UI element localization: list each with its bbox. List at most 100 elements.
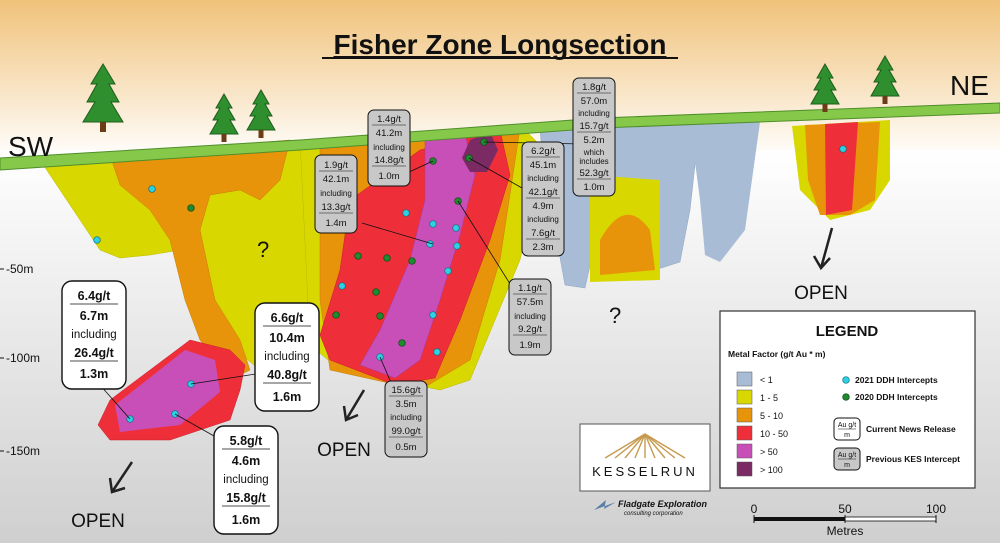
callout-line: 6.4g/t [78, 289, 111, 303]
open-label: OPEN [317, 440, 371, 461]
callout-line: 1.4m [325, 218, 346, 229]
legend-class-label: > 50 [760, 447, 778, 457]
previous-callout: 1.8g/t 57.0m including 15.7g/t 5.2m whic… [572, 77, 616, 197]
open-arrow-icon [342, 389, 366, 422]
tree-icon [810, 62, 840, 112]
previous-callout: 15.6g/t 3.5m including 99.0g/t 0.5m [384, 380, 428, 458]
legend-swatch [736, 443, 753, 459]
legend: LEGEND Metal Factor (g/t Au * m) < 1 1 -… [719, 310, 976, 489]
intercept-2021 [839, 145, 847, 153]
legend-symbol-label: 2021 DDH Intercepts [855, 375, 938, 385]
callout-line: 6.2g/t [531, 146, 555, 157]
ddh-intercepts [93, 138, 847, 423]
fladgate-mark-icon [594, 500, 616, 510]
previous-callout: 1.1g/t 57.5m including 9.2g/t 1.9m [508, 278, 552, 356]
previous-callout: 1.9g/t 42.1m including 13.3g/t 1.4m [314, 154, 358, 234]
callout-line: 5.8g/t [230, 434, 263, 448]
intercept-2020 [354, 252, 362, 260]
credit-line: Fladgate Exploration [618, 499, 708, 509]
callout-line: 1.6m [273, 390, 302, 404]
intercept-2020 [376, 312, 384, 320]
intercept-2021 [453, 242, 461, 250]
legend-current-label: Current News Release [866, 424, 956, 434]
open-arrow-icon [812, 227, 834, 271]
callout-line: including [71, 329, 116, 341]
callout-line: 6.6g/t [271, 311, 304, 325]
callout-line: including [527, 215, 559, 224]
tree-icon [209, 92, 239, 142]
new-callout: 5.8g/t 4.6m including 15.8g/t 1.6m [213, 425, 279, 535]
callout-line: 1.4g/t [377, 114, 401, 125]
zone-lt1-b [690, 122, 760, 262]
legend-swatch [736, 371, 753, 387]
callout-line: 15.6g/t [391, 385, 420, 396]
callout-line: includes [579, 157, 608, 166]
callout-line: 42.1g/t [528, 187, 557, 198]
zone-gt50-sw [115, 350, 220, 432]
callout-line: including [320, 189, 352, 198]
legend-subtitle: Metal Factor (g/t Au * m) [728, 349, 826, 359]
callout-line: 26.4g/t [74, 346, 114, 360]
legend-title: LEGEND [816, 323, 879, 340]
callout-line: 1.9m [519, 340, 540, 351]
intercept-2021 [429, 220, 437, 228]
callout-line: 52.3g/t [579, 168, 608, 179]
legend-previous-label: Previous KES Intercept [866, 454, 960, 464]
legend-dot-2020 [842, 393, 850, 401]
depth-label: -150m [6, 444, 40, 458]
callout-line: 15.8g/t [226, 491, 266, 505]
callout-line: 1.8g/t [582, 82, 606, 93]
callout-line: 6.7m [80, 309, 109, 323]
callout-line: 9.2g/t [518, 324, 542, 335]
depth-label: -50m [6, 262, 33, 276]
intercept-2020 [408, 257, 416, 265]
intercept-2021 [429, 311, 437, 319]
callout-line: including [373, 143, 405, 152]
new-callout: 6.4g/t 6.7m including 26.4g/t 1.3m [61, 280, 127, 390]
new-callout: 6.6g/t 10.4m including 40.8g/t 1.6m [254, 302, 320, 412]
callout-line: 1.0m [378, 171, 399, 182]
scale-unit: Metres [827, 524, 864, 538]
callout-line: which [583, 148, 604, 157]
intercept-2020 [332, 311, 340, 319]
kesselrun-logo: KESSELRUN [579, 423, 711, 492]
legend-class-label: < 1 [760, 375, 773, 385]
callout-line: 41.2m [376, 128, 402, 139]
callout-line: including [527, 174, 559, 183]
scale-tick-label: 50 [838, 502, 852, 516]
scale-bar: 0 50 100 Metres [751, 502, 947, 538]
zone-5to10-east [600, 214, 655, 275]
callout-line: including [223, 474, 268, 486]
intercept-2021 [452, 224, 460, 232]
legend-box-text: m [844, 462, 850, 469]
legend-class-label: 10 - 50 [760, 429, 788, 439]
depth-label: -100m [6, 351, 40, 365]
scale-tick-label: 100 [926, 502, 946, 516]
depth-axis: -50m -100m -150m [0, 262, 40, 458]
legend-swatch [736, 425, 753, 441]
open-indicators: OPEN OPEN OPEN [71, 227, 848, 532]
callout-line: 57.0m [581, 96, 607, 107]
unknown-mark: ? [257, 237, 269, 262]
new-intercept-callouts: 6.4g/t 6.7m including 26.4g/t 1.3m 6.6g/… [61, 280, 320, 535]
callout-line: including [514, 312, 546, 321]
callout-line: 57.5m [517, 297, 543, 308]
callout-line: 0.5m [395, 442, 416, 453]
callout-line: including [390, 413, 422, 422]
tree-icon [82, 63, 124, 132]
previous-intercept-callouts: 1.4g/t 41.2m including 14.8g/t 1.0m 1.9g… [314, 77, 616, 458]
callout-line: 1.6m [232, 513, 261, 527]
intercept-2021 [148, 185, 156, 193]
intercept-2020 [398, 339, 406, 347]
legend-box-text: Au g/t [838, 452, 856, 459]
callout-line: 1.0m [583, 182, 604, 193]
zones [39, 119, 890, 441]
open-label: OPEN [794, 283, 848, 304]
intercept-2021 [444, 267, 452, 275]
legend-swatch [736, 389, 753, 405]
intercept-2020 [187, 204, 195, 212]
direction-sw: SW [8, 131, 54, 162]
legend-class-label: 1 - 5 [760, 393, 778, 403]
